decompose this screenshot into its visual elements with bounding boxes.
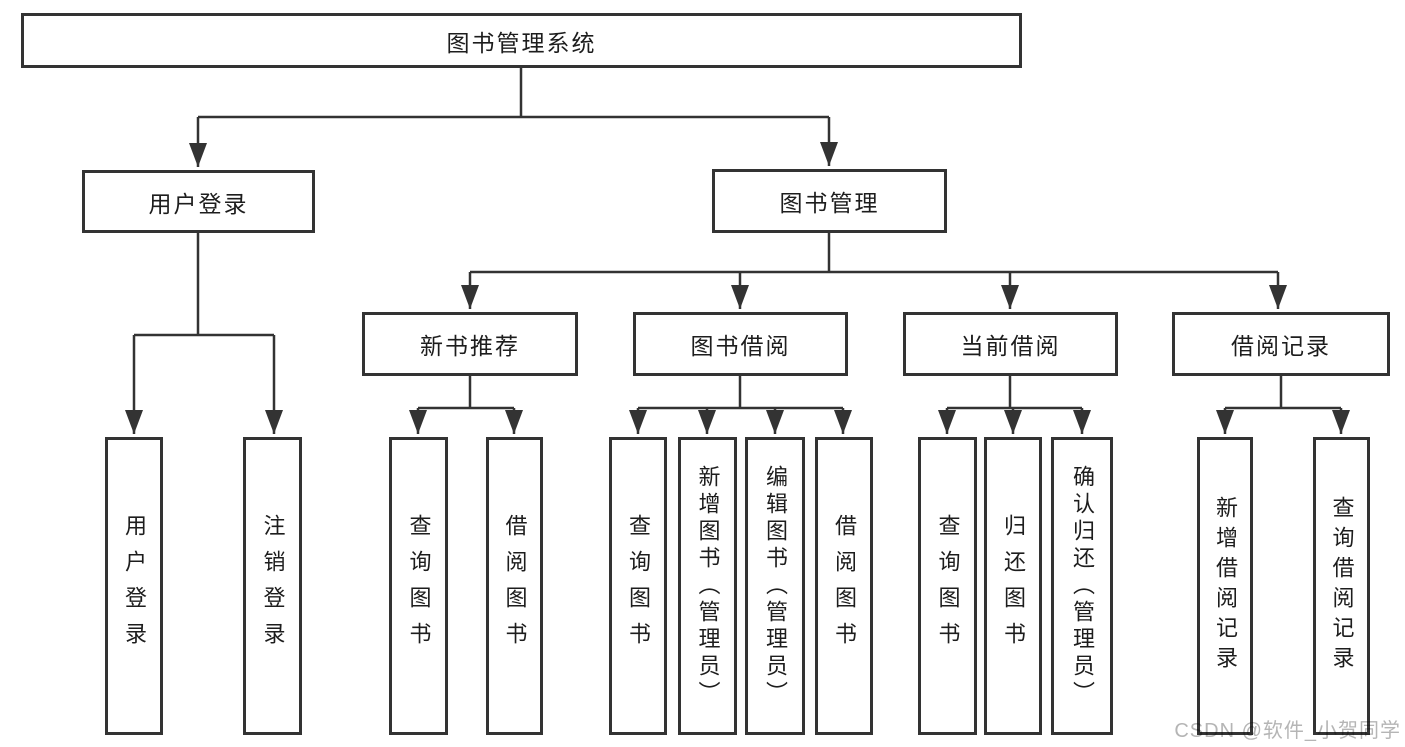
rail-book-borrow [638, 376, 843, 410]
node-query-borrow-record: 查询借阅记录 [1313, 437, 1370, 735]
node-book-system-root: 图书管理系统 [21, 13, 1022, 68]
node-book-management: 图书管理 [712, 169, 947, 233]
node-query-books-1: 查询图书 [389, 437, 448, 735]
node-logout: 注销登录 [243, 437, 302, 735]
node-current-borrow: 当前借阅 [903, 312, 1118, 376]
node-add-book-admin: 新增图书（管理员） [678, 437, 737, 735]
node-borrow-books-2: 借阅图书 [815, 437, 873, 735]
node-new-book-recommend: 新书推荐 [362, 312, 578, 376]
node-borrow-records: 借阅记录 [1172, 312, 1390, 376]
rail-root [198, 68, 829, 119]
node-confirm-return-admin: 确认归还（管理员） [1051, 437, 1113, 735]
node-edit-book-admin: 编辑图书（管理员） [745, 437, 805, 735]
node-user-login: 用户登录 [82, 170, 315, 233]
node-add-borrow-record: 新增借阅记录 [1197, 437, 1253, 735]
rail-borrow-records [1225, 376, 1341, 410]
watermark: CSDN @软件_小贺同学 [1174, 720, 1401, 742]
rail-new-book-recommend [418, 376, 514, 410]
node-return-books: 归还图书 [984, 437, 1042, 735]
rail-current-borrow [947, 376, 1082, 410]
node-borrow-books-1: 借阅图书 [486, 437, 543, 735]
node-query-books-2: 查询图书 [609, 437, 667, 735]
node-query-books-3: 查询图书 [918, 437, 977, 735]
rail-user-login [134, 233, 274, 337]
rail-book-management [470, 233, 1278, 274]
node-login: 用户登录 [105, 437, 163, 735]
node-book-borrow: 图书借阅 [633, 312, 848, 376]
